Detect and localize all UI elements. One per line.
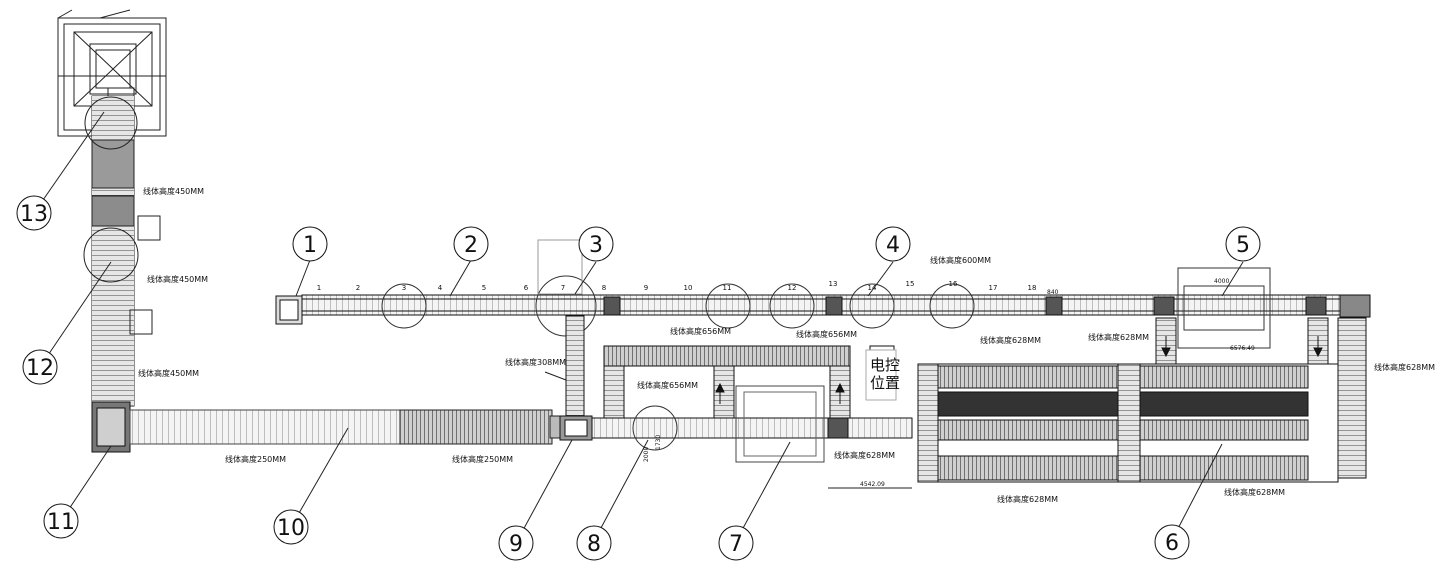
callout-9: 9 <box>498 525 534 561</box>
callout-13: 13 <box>16 195 52 231</box>
height-label: 线体高度628MM <box>1374 362 1435 372</box>
height-label: 线体高度600MM <box>930 255 991 265</box>
callout-label-4: 4 <box>886 233 900 258</box>
callout-5: 5 <box>1225 226 1261 262</box>
station-number: 7 <box>561 284 565 292</box>
station-number: 6 <box>524 284 529 292</box>
callout-12: 12 <box>22 349 58 385</box>
callout-6: 6 <box>1154 524 1190 560</box>
dimension-label: 840 <box>1047 289 1059 296</box>
height-label: 线体高度628MM <box>834 450 895 460</box>
callout-label-6: 6 <box>1165 531 1179 556</box>
dimension-label: 4000 <box>1214 278 1229 285</box>
height-labels: 线体高度450MM 线体高度450MM 线体高度450MM 线体高度600MM … <box>138 186 1435 504</box>
station-number: 10 <box>684 284 693 292</box>
arrows <box>715 336 1323 404</box>
callout-label-7: 7 <box>729 532 743 557</box>
callout-label-5: 5 <box>1236 233 1250 258</box>
connector-308 <box>559 315 593 441</box>
station-number: 2 <box>356 284 360 292</box>
dimension-label: 6576.49 <box>1230 345 1255 352</box>
height-label: 线体高度450MM <box>138 368 199 378</box>
callout-1: 1 <box>292 226 328 262</box>
station-number: 16 <box>949 280 958 288</box>
main-conveyor-line <box>275 239 1371 349</box>
callout-label-9: 9 <box>509 532 523 557</box>
callout-label-2: 2 <box>464 233 478 258</box>
height-label: 线体高度656MM <box>637 380 698 390</box>
callout-label-13: 13 <box>20 202 48 227</box>
callout-2: 2 <box>453 226 489 262</box>
callout-10: 10 <box>273 509 309 545</box>
station-number: 11 <box>723 284 732 292</box>
height-label: 线体高度308MM <box>505 357 566 367</box>
station-number: 14 <box>868 284 877 292</box>
callout-label-3: 3 <box>589 233 603 258</box>
station-number: 1 <box>317 284 321 292</box>
station-number: 3 <box>402 284 406 292</box>
turntable-11 <box>91 401 131 453</box>
height-label: 线体高度450MM <box>147 274 208 284</box>
callouts: 1 2 3 4 5 6 7 8 9 10 11 12 13 <box>16 195 1261 561</box>
dimensions: 4000 6576.49 4542.09 840 1730 2000 <box>643 278 1255 489</box>
control-label-line1: 电控 <box>870 356 900 374</box>
dimension-label: 1730 <box>655 435 662 450</box>
height-label: 线体高度250MM <box>452 454 513 464</box>
conveyor-middle <box>591 345 913 463</box>
callout-3: 3 <box>578 226 614 262</box>
station-number: 15 <box>906 280 915 288</box>
station-number: 9 <box>644 284 648 292</box>
callout-4: 4 <box>875 226 911 262</box>
callout-8: 8 <box>576 525 612 561</box>
buffer-area-6 <box>917 317 1367 483</box>
control-label-line2: 位置 <box>870 374 900 392</box>
conveyor-10 <box>129 409 565 445</box>
height-label: 线体高度250MM <box>225 454 286 464</box>
dimension-label: 2000 <box>643 447 650 462</box>
station-numbers: 1 2 3 4 5 6 7 8 9 10 11 12 13 14 15 16 1… <box>317 280 1037 292</box>
callout-label-10: 10 <box>277 516 305 541</box>
electrical-control-position: 电控 位置 <box>865 349 900 401</box>
callout-label-1: 1 <box>303 233 317 258</box>
station-number: 13 <box>829 280 838 288</box>
height-label: 线体高度628MM <box>1088 332 1149 342</box>
callout-11: 11 <box>43 503 79 539</box>
height-label: 线体高度628MM <box>997 494 1058 504</box>
height-label: 线体高度656MM <box>670 326 731 336</box>
height-label: 线体高度628MM <box>1224 487 1285 497</box>
station-number: 8 <box>602 284 606 292</box>
callout-label-12: 12 <box>26 356 54 381</box>
dimension-label: 4542.09 <box>860 481 885 488</box>
station-number: 4 <box>438 284 443 292</box>
callout-label-11: 11 <box>47 510 75 535</box>
station-number: 18 <box>1028 284 1037 292</box>
callout-label-8: 8 <box>587 532 601 557</box>
height-label: 线体高度450MM <box>143 186 204 196</box>
vertical-conveyor <box>83 95 161 407</box>
station-number: 12 <box>788 284 797 292</box>
height-label: 线体高度628MM <box>980 335 1041 345</box>
height-label: 线体高度656MM <box>796 329 857 339</box>
callout-7: 7 <box>718 525 754 561</box>
station-number: 5 <box>482 284 486 292</box>
station-number: 17 <box>989 284 998 292</box>
leader-lines <box>33 111 1244 544</box>
